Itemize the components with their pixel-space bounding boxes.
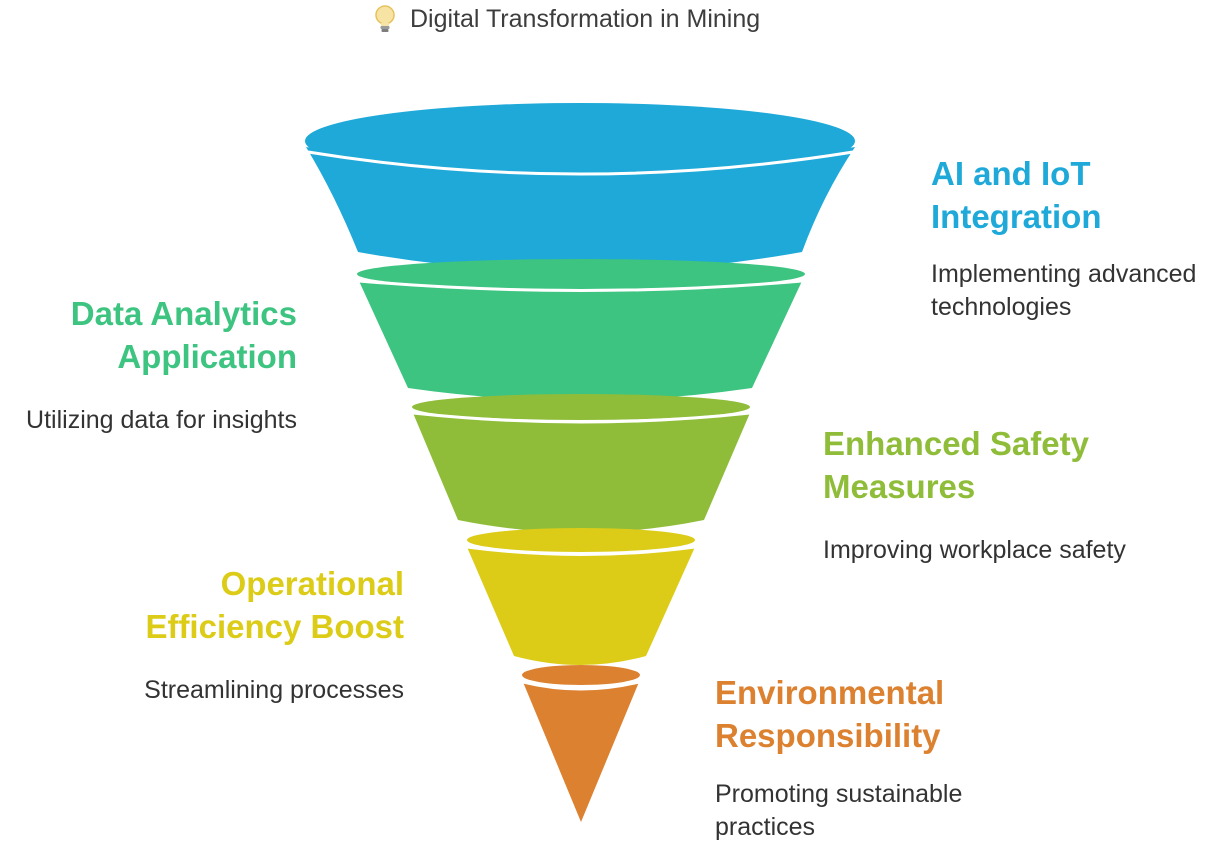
funnel-stage-3	[412, 394, 751, 533]
stage-1-description: Implementing advanced technologies	[931, 260, 1197, 321]
stage-2-description: Utilizing data for insights	[26, 406, 297, 434]
funnel-stage-4	[466, 528, 696, 665]
stage-3-description: Improving workplace safety	[823, 536, 1126, 564]
title-text: Digital Transformation in Mining	[410, 4, 761, 33]
stage-4-label: Operational Efficiency Boost	[145, 565, 404, 645]
stage-5-label: Environmental Responsibility	[715, 674, 945, 754]
stage-4-description: Streamlining processes	[144, 676, 404, 704]
light-bulb-icon	[375, 5, 395, 32]
funnel-stage-2	[357, 259, 805, 401]
diagram-title: Digital Transformation in Mining	[372, 4, 760, 34]
stage-3-label: Enhanced Safety Measures	[823, 425, 1089, 505]
stage-2-label: Data Analytics Application	[70, 295, 297, 375]
funnel-stage-5	[522, 665, 640, 822]
funnel-stage-1	[305, 103, 855, 272]
stage-1-label: AI and IoT Integration	[931, 155, 1102, 235]
stage-5-description: Promoting sustainable practices	[715, 780, 963, 841]
